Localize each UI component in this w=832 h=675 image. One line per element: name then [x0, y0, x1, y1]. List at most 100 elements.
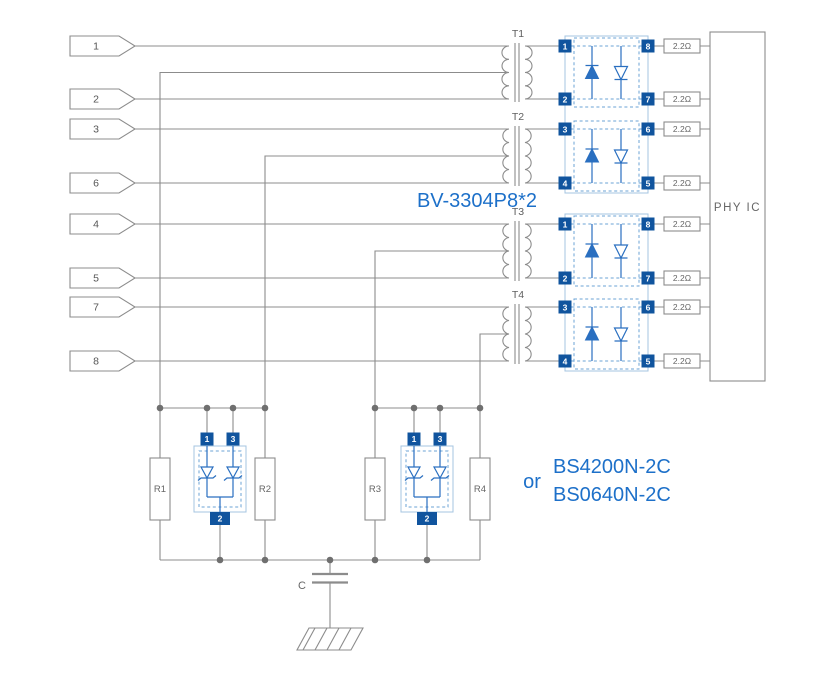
- diode-channel: [571, 120, 642, 192]
- secondary-coil: [524, 128, 532, 184]
- resistor-body: [254, 457, 276, 521]
- connector-4: 4: [69, 213, 137, 235]
- junction-dot: [371, 404, 379, 412]
- pin-square: [210, 512, 230, 525]
- diode-down-icon: [613, 65, 629, 81]
- pin-label: 1: [412, 434, 417, 444]
- channel-outline: [573, 37, 640, 108]
- junction-dot: [476, 404, 484, 412]
- junction-dot: [410, 404, 418, 412]
- common-lead: [207, 496, 233, 512]
- connector-2: 2: [69, 88, 137, 110]
- series-resistor: 2.2Ω: [663, 91, 701, 107]
- junction-dots: [156, 404, 484, 564]
- series-resistor-label: 2.2Ω: [673, 356, 691, 366]
- diode-down-icon: [613, 149, 629, 165]
- connector-label: 1: [93, 41, 99, 53]
- connector-label: 5: [93, 273, 99, 285]
- diode-up-icon: [584, 64, 600, 79]
- series-resistor-label: 2.2Ω: [673, 219, 691, 229]
- series-resistor: 2.2Ω: [663, 38, 701, 54]
- diode-array-block-2: 1 2 3 4 8 7 6 5: [558, 213, 655, 372]
- primary-coil: [502, 128, 510, 184]
- block-outline: [564, 35, 649, 194]
- transformer-label: T2: [512, 111, 524, 123]
- ground-symbol: [296, 627, 364, 651]
- resistor-r2: R2: [254, 457, 276, 521]
- capacitor-plates: [312, 572, 348, 584]
- connector-8: 8: [69, 350, 137, 372]
- series-resistor-label: 2.2Ω: [673, 94, 691, 104]
- pin-square: [641, 122, 655, 136]
- series-resistor: 2.2Ω: [663, 299, 701, 315]
- block-outline: [564, 213, 649, 372]
- pin-label: 1: [563, 220, 568, 230]
- protection-network: R1 R2 R3 R4 1 3 2: [149, 432, 491, 651]
- pin-label: 3: [563, 125, 568, 135]
- resistor-r4: R4: [469, 457, 491, 521]
- diode-up-icon: [584, 147, 600, 163]
- connector-label: 3: [93, 124, 99, 136]
- resistor-r1: R1: [149, 457, 171, 521]
- resistor-body: [663, 91, 701, 107]
- transformer-part-label: BV-3304P8*2: [417, 190, 537, 212]
- primary-coil: [501, 45, 510, 100]
- pin-label: 2: [563, 274, 568, 284]
- connector-arrow-shape: [69, 213, 137, 235]
- pin-label: 7: [646, 274, 651, 284]
- transformer-label: T1: [512, 28, 524, 40]
- channel-rails: [571, 223, 642, 279]
- diode-channel: [571, 298, 642, 370]
- pin-label: 3: [438, 434, 443, 444]
- core-lines: [514, 221, 520, 281]
- diode-channel: [571, 215, 642, 287]
- pin-square: [641, 176, 655, 190]
- channel-outline: [573, 298, 640, 370]
- junction-dot: [156, 404, 164, 412]
- connector-1: 1: [69, 35, 137, 57]
- phy-ic-box: [709, 31, 766, 382]
- ic-pins: 1 2 3 4 8 7 6 5: [558, 217, 655, 368]
- pin-square: [558, 92, 572, 106]
- pin-square: [641, 92, 655, 106]
- connector-arrow-shape: [69, 172, 137, 194]
- diode-down-icon: [613, 327, 629, 343]
- series-resistor: 2.2Ω: [663, 353, 701, 369]
- pin-square: [417, 512, 437, 525]
- resistor-body: [663, 299, 701, 315]
- tvs-array-2: 1 3 2: [400, 432, 454, 525]
- zener-diode-icon: [406, 466, 422, 480]
- pin-square: [200, 432, 214, 446]
- resistor-body: [663, 353, 701, 369]
- pin-square: [641, 217, 655, 231]
- connector-label: 4: [93, 219, 99, 231]
- connector-arrow-shape: [69, 296, 137, 318]
- capacitor-label: C: [298, 580, 306, 592]
- channel-outline: [573, 120, 640, 192]
- series-resistor: 2.2Ω: [663, 270, 701, 286]
- transformer-t4: T4: [502, 289, 532, 364]
- capacitor: C: [298, 572, 348, 592]
- pin-label: 6: [646, 303, 651, 313]
- resistor-body: [663, 121, 701, 137]
- pin-label: 6: [646, 125, 651, 135]
- zener-diode-icon: [199, 466, 215, 480]
- pin-label: 2: [563, 95, 568, 105]
- pin-label: 3: [563, 303, 568, 313]
- pin-label: 3: [231, 434, 236, 444]
- connector-arrow-shape: [69, 35, 137, 57]
- pin-label: 8: [646, 220, 651, 230]
- resistor-body: [663, 270, 701, 286]
- pin-label: 5: [646, 357, 651, 367]
- zener-bar: [223, 475, 243, 481]
- junction-dot: [371, 556, 379, 564]
- pin-square: [641, 300, 655, 314]
- series-resistor: 2.2Ω: [663, 175, 701, 191]
- tvs-part-label-1: BS4200N-2C: [553, 456, 671, 478]
- pin-label: 1: [563, 42, 568, 52]
- wires: [135, 45, 710, 628]
- series-resistor: 2.2Ω: [663, 121, 701, 137]
- part-labels: BV-3304P8*2 or BS4200N-2C BS0640N-2C: [417, 190, 671, 506]
- resistor-body: [663, 216, 701, 232]
- connector-5: 5: [69, 267, 137, 289]
